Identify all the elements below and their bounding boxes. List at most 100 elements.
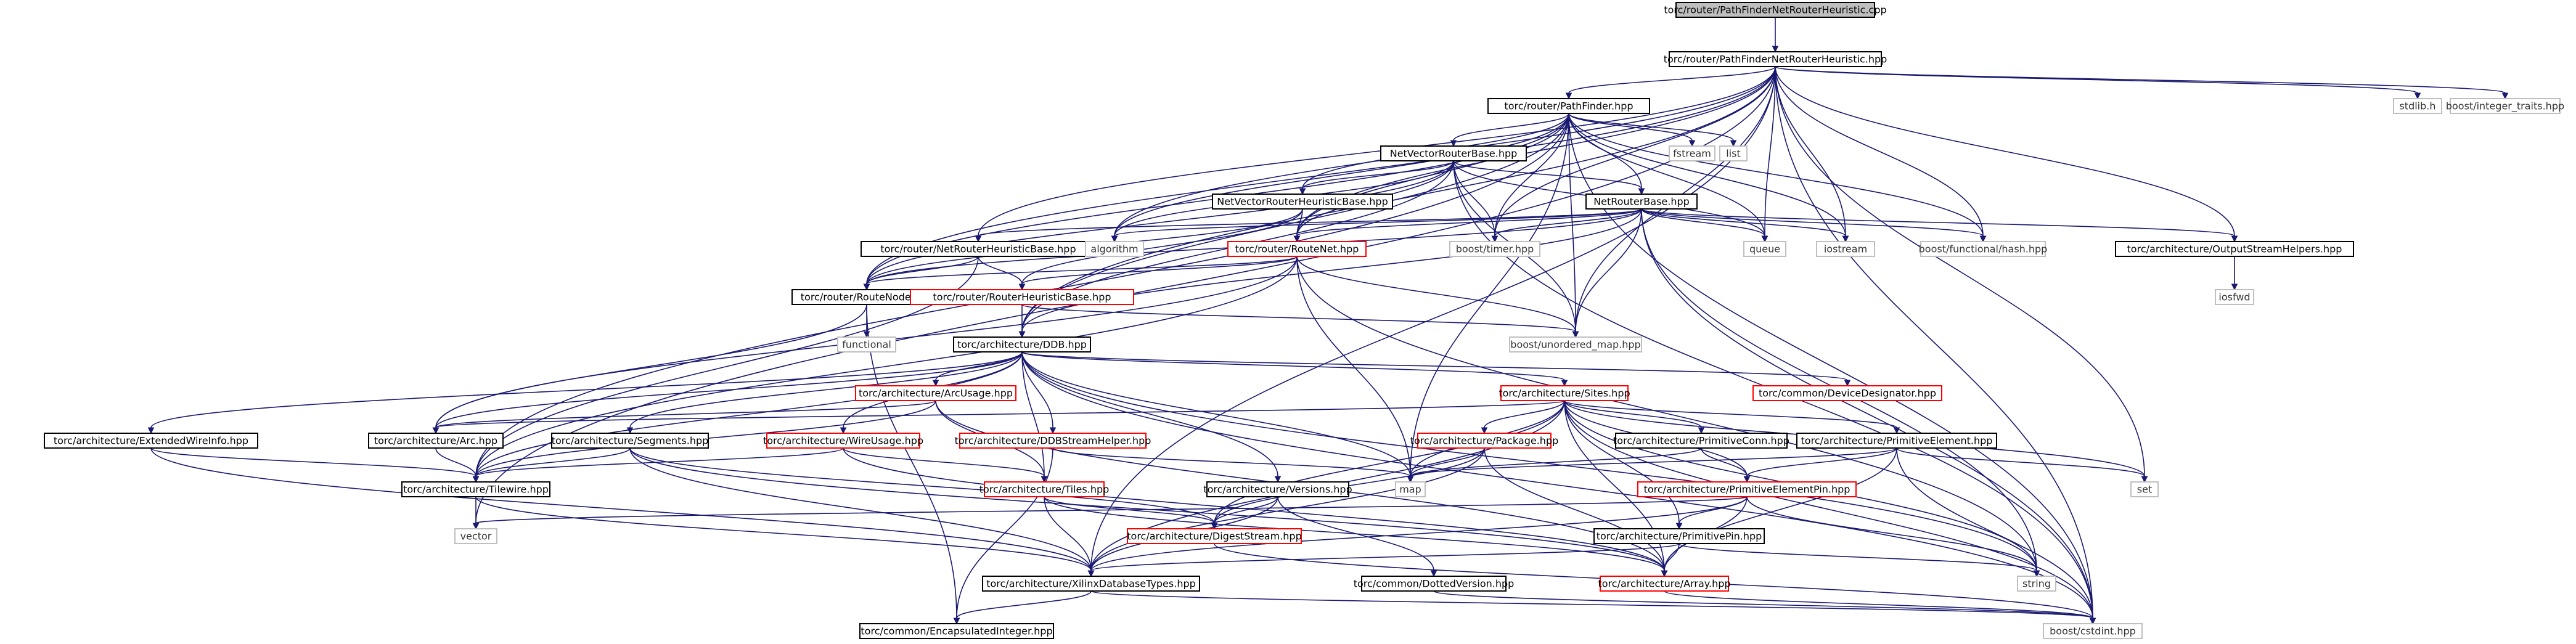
node-box: [2115, 241, 2354, 257]
edge-pathfinder-to-list: [1568, 113, 1737, 147]
node-iostream[interactable]: iostream: [1816, 241, 1875, 257]
node-label: torc/architecture/PrimitiveElementPin.hp…: [1644, 484, 1850, 495]
node-label: torc/architecture/DDBStreamHelper.hpp: [955, 435, 1151, 447]
node-vector[interactable]: vector: [454, 528, 497, 544]
node-box: [855, 385, 1016, 401]
node-box: [1449, 241, 1540, 257]
edge-pfnrh-to-iostream: [1775, 66, 1849, 243]
node-nrb[interactable]: NetRouterBase.hpp: [1585, 194, 1698, 210]
node-box: [1212, 194, 1393, 210]
node-queue[interactable]: queue: [1743, 241, 1786, 257]
node-package[interactable]: torc/architecture/Package.hpp: [1410, 433, 1559, 449]
node-timer[interactable]: boost/timer.hpp: [1449, 241, 1540, 257]
node-label: torc/router/RouterHeuristicBase.hpp: [933, 291, 1111, 303]
edge-pfnrh-to-integer_traits: [1775, 66, 2509, 100]
node-label: torc/architecture/XilinxDatabaseTypes.hp…: [986, 578, 1196, 590]
node-string[interactable]: string: [2017, 576, 2056, 592]
node-box: [1675, 2, 1875, 18]
node-primconn[interactable]: torc/architecture/PrimitiveConn.hpp: [1613, 433, 1789, 449]
node-label: torc/architecture/Arc.hpp: [374, 435, 497, 447]
edge-extwire-to-tilewire: [150, 447, 480, 483]
node-label: torc/common/DeviceDesignator.hpp: [1759, 388, 1936, 399]
node-nvrhb[interactable]: NetVectorRouterHeuristicBase.hpp: [1212, 194, 1393, 210]
node-versions[interactable]: torc/architecture/Versions.hpp: [1203, 481, 1352, 497]
node-cstdint[interactable]: boost/cstdint.hpp: [2043, 623, 2143, 639]
node-box: [1752, 385, 1942, 401]
node-map[interactable]: map: [1395, 481, 1426, 497]
node-arc[interactable]: torc/architecture/Arc.hpp: [368, 433, 504, 449]
node-array[interactable]: torc/architecture/Array.hpp: [1598, 576, 1731, 592]
node-algorithm[interactable]: algorithm: [1085, 241, 1144, 257]
node-label: torc/router/RouteNet.hpp: [1235, 243, 1359, 255]
edge-routenet-to-rhb: [1018, 256, 1298, 291]
node-label: torc/architecture/PrimitivePin.hpp: [1597, 531, 1762, 542]
node-box: [766, 433, 920, 449]
edge-primelem-to-primelempin: [1743, 447, 1897, 483]
node-unordered_map[interactable]: boost/unordered_map.hpp: [1509, 336, 1642, 353]
edge-primpin-to-string: [1678, 543, 2040, 577]
node-set[interactable]: set: [2130, 481, 2159, 497]
node-label: NetVectorRouterHeuristicBase.hpp: [1217, 196, 1388, 208]
node-hash[interactable]: boost/functional/hash.hpp: [1919, 241, 2048, 257]
edge-nrb-to-iostream: [1641, 208, 1849, 243]
node-rhb[interactable]: torc/router/RouterHeuristicBase.hpp: [910, 289, 1134, 305]
node-iosfwd[interactable]: iosfwd: [2215, 289, 2254, 305]
node-ddbsh[interactable]: torc/architecture/DDBStreamHelper.hpp: [955, 433, 1151, 449]
edge-sites-to-primelem: [1564, 400, 1900, 434]
edge-root-to-pfnrh: [1772, 17, 1779, 53]
node-box: [859, 623, 1054, 639]
node-label: torc/architecture/Segments.hpp: [552, 435, 709, 447]
node-box: [2130, 481, 2159, 497]
node-box: [1487, 98, 1650, 114]
node-root[interactable]: torc/router/PathFinderNetRouterHeuristic…: [1664, 2, 1887, 18]
node-pathfinder[interactable]: torc/router/PathFinder.hpp: [1487, 98, 1650, 114]
node-label: boost/timer.hpp: [1456, 243, 1534, 255]
node-tiles[interactable]: torc/architecture/Tiles.hpp: [979, 481, 1110, 497]
node-arcusage[interactable]: torc/architecture/ArcUsage.hpp: [855, 385, 1016, 401]
node-label: NetVectorRouterBase.hpp: [1390, 148, 1518, 160]
node-osh[interactable]: torc/architecture/OutputStreamHelpers.hp…: [2115, 241, 2354, 257]
node-list[interactable]: list: [1719, 145, 1748, 161]
node-label: functional: [842, 339, 891, 351]
node-label: algorithm: [1090, 243, 1138, 255]
edge-pfnrh-to-osh: [1775, 66, 2238, 243]
node-encint[interactable]: torc/common/EncapsulatedInteger.hpp: [859, 623, 1054, 639]
node-tilewire[interactable]: torc/architecture/Tilewire.hpp: [401, 481, 550, 497]
node-box: [982, 576, 1200, 592]
node-functional[interactable]: functional: [837, 336, 896, 353]
node-primelem[interactable]: torc/architecture/PrimitiveElement.hpp: [1796, 433, 1997, 449]
node-fstream[interactable]: fstream: [1669, 145, 1715, 161]
node-wireusage[interactable]: torc/architecture/WireUsage.hpp: [763, 433, 923, 449]
node-dotted[interactable]: torc/common/DottedVersion.hpp: [1354, 576, 1515, 592]
dependency-edges: [147, 17, 2509, 625]
node-digest[interactable]: torc/architecture/DigestStream.hpp: [1127, 528, 1302, 544]
node-xdt[interactable]: torc/architecture/XilinxDatabaseTypes.hp…: [982, 576, 1200, 592]
edge-ddb-to-extwire: [147, 351, 1023, 434]
node-devdes[interactable]: torc/common/DeviceDesignator.hpp: [1752, 385, 1942, 401]
node-nvrb[interactable]: NetVectorRouterBase.hpp: [1380, 145, 1527, 161]
node-integer_traits[interactable]: boost/integer_traits.hpp: [2446, 98, 2564, 114]
node-box: [44, 433, 258, 449]
node-extwire[interactable]: torc/architecture/ExtendedWireInfo.hpp: [44, 433, 258, 449]
edge-tiles-to-digest: [1044, 496, 1218, 530]
edge-arc-to-tilewire: [435, 447, 480, 483]
node-primelempin[interactable]: torc/architecture/PrimitiveElementPin.hp…: [1637, 481, 1857, 497]
node-box: [1227, 241, 1367, 257]
node-box: [1816, 241, 1875, 257]
edge-pathfinder-to-nvrb: [1450, 113, 1569, 147]
edge-nvrb-to-nvrhb: [1299, 160, 1454, 195]
node-sites[interactable]: torc/architecture/Sites.hpp: [1499, 385, 1630, 401]
node-label: queue: [1749, 243, 1780, 255]
node-segments[interactable]: torc/architecture/Segments.hpp: [551, 433, 709, 449]
node-primpin[interactable]: torc/architecture/PrimitivePin.hpp: [1593, 528, 1765, 544]
node-ddb[interactable]: torc/architecture/DDB.hpp: [953, 336, 1091, 353]
node-routenet[interactable]: torc/router/RouteNet.hpp: [1227, 241, 1367, 257]
node-label: torc/architecture/Package.hpp: [1410, 435, 1559, 447]
node-label: torc/architecture/Array.hpp: [1598, 578, 1730, 590]
node-stdlib[interactable]: stdlib.h: [2393, 98, 2442, 114]
node-box: [1417, 433, 1552, 449]
node-box: [1669, 51, 1882, 67]
node-pfnrh[interactable]: torc/router/PathFinderNetRouterHeuristic…: [1664, 51, 1887, 67]
node-nrhb[interactable]: torc/router/NetRouterHeuristicBase.hpp: [861, 241, 1096, 257]
